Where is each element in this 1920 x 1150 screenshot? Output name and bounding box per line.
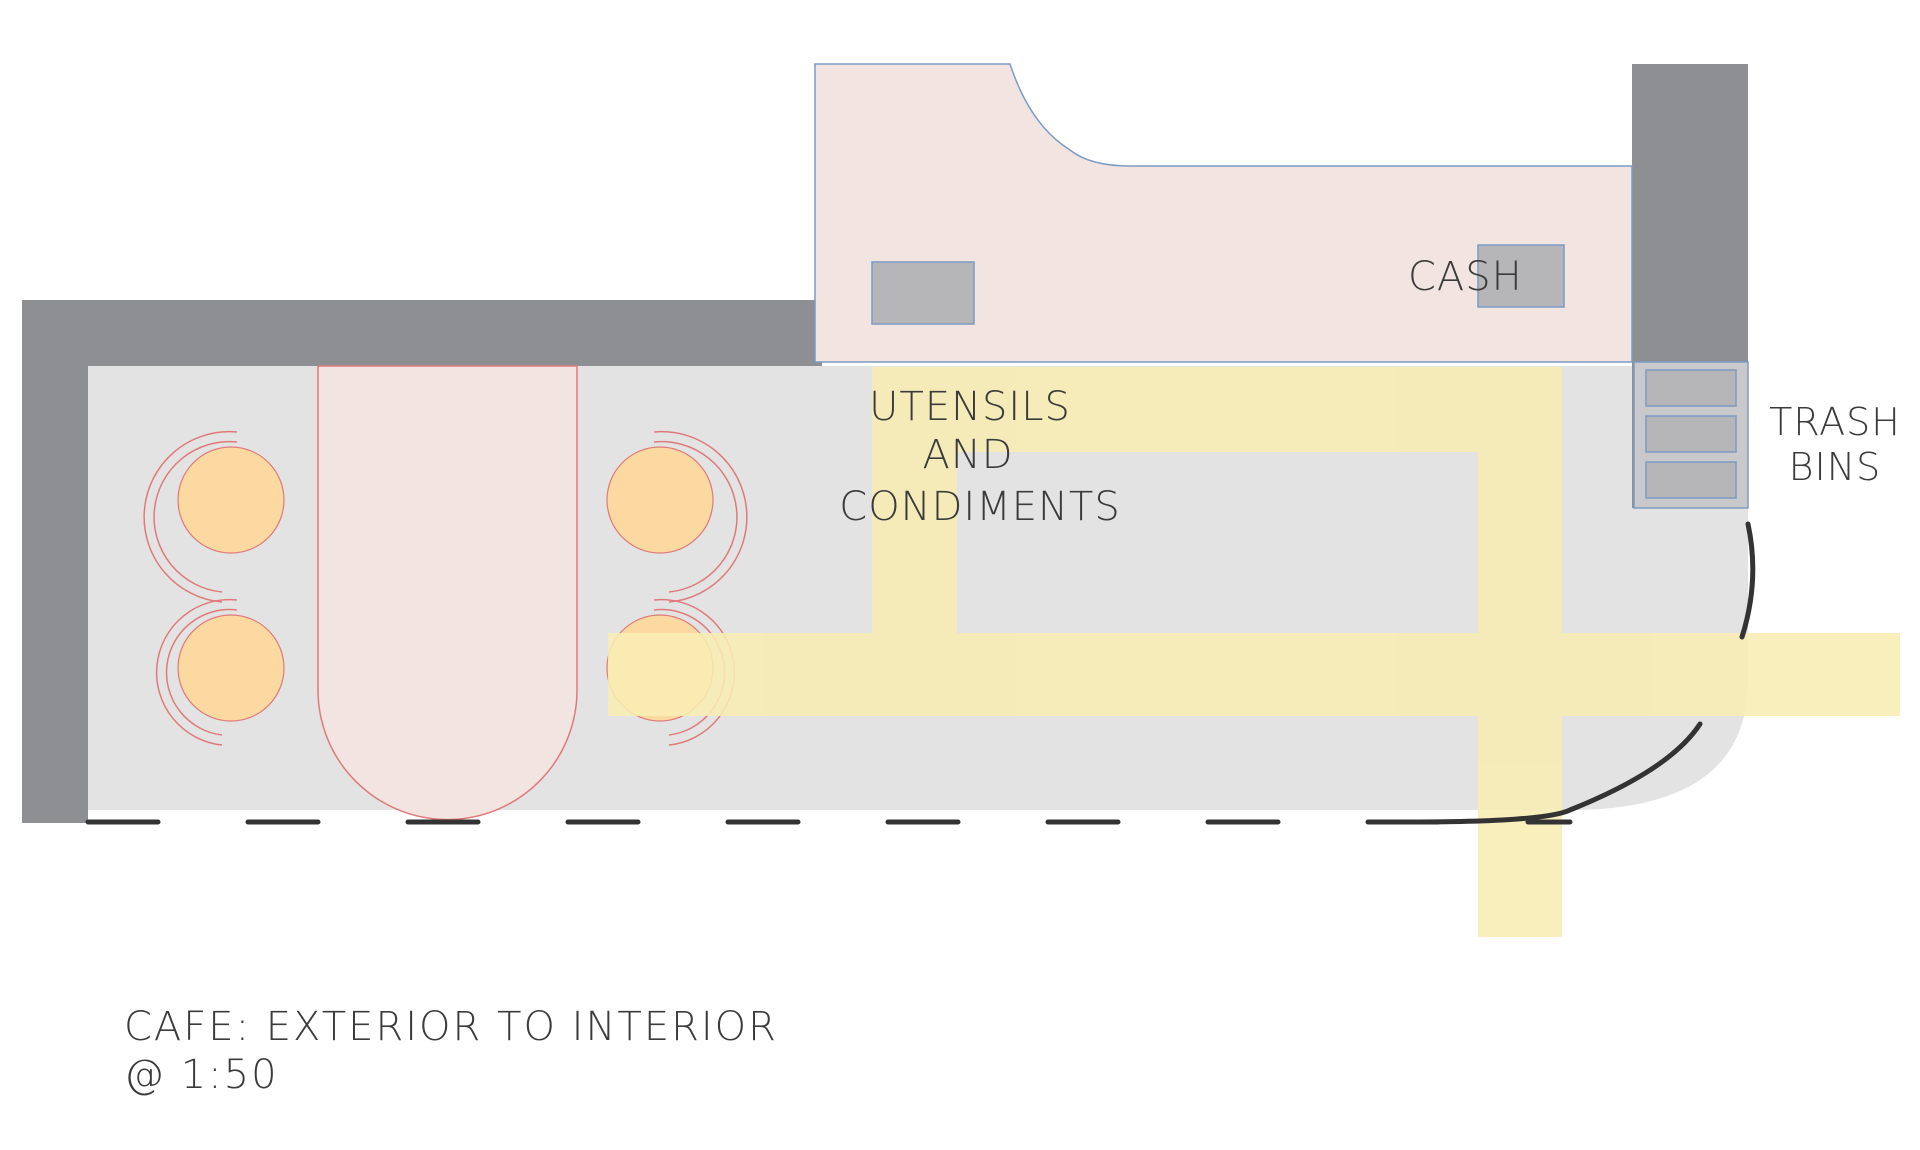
path-top-horizontal [872,367,1562,452]
trash-label-line1: TRASH [1769,400,1901,444]
drawing-title: CAFE: EXTERIOR TO INTERIOR [124,1004,778,1050]
cash-label: CASH [1408,254,1523,300]
trash-bins [1633,361,1749,509]
trash-label-line2: BINS [1789,445,1882,489]
utensils-label-line2: AND [922,432,1013,478]
cash-register [1477,244,1565,308]
trash-bin [1645,369,1737,407]
utensils-label-line1: UTENSILS [869,384,1071,430]
path-right-vertical [1478,367,1562,937]
exterior-boundary [85,521,1756,825]
wall-left [22,300,88,823]
path-entry-horizontal [608,633,1900,716]
utensils-label-line3: CONDIMENTS [839,484,1120,530]
drawing-scale: @ 1:50 [124,1052,279,1098]
stool [143,430,285,603]
stool [155,598,285,746]
communal-table [317,365,578,821]
path-left-vertical [872,367,957,637]
trash-bin [1645,461,1737,499]
counter-equipment [871,261,975,325]
door-swing-upper [1739,521,1756,640]
stool [606,430,748,603]
service-counter [814,63,1633,363]
trash-bin [1645,415,1737,453]
circulation-path [608,367,1900,937]
door-swing-lower [1407,721,1703,825]
wall-top-left [22,300,822,366]
